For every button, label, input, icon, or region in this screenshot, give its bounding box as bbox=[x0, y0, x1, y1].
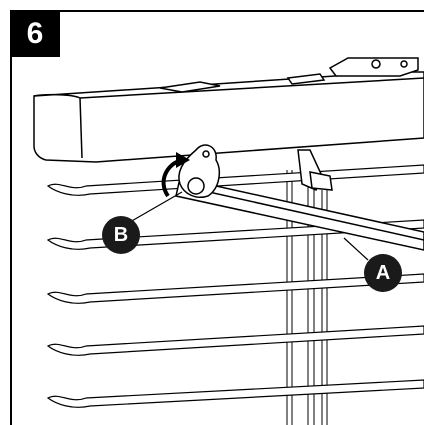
headrail bbox=[33, 57, 424, 163]
callout-a: A bbox=[364, 254, 402, 292]
figure-frame bbox=[10, 10, 424, 425]
callout-b: B bbox=[102, 216, 140, 254]
rotation-arrow-head bbox=[176, 152, 190, 168]
leader-line-a bbox=[343, 237, 369, 261]
wand-hook bbox=[178, 144, 333, 198]
tilt-wand bbox=[175, 177, 424, 251]
step-number-badge: 6 bbox=[10, 10, 60, 57]
leader-line-b bbox=[129, 191, 183, 223]
